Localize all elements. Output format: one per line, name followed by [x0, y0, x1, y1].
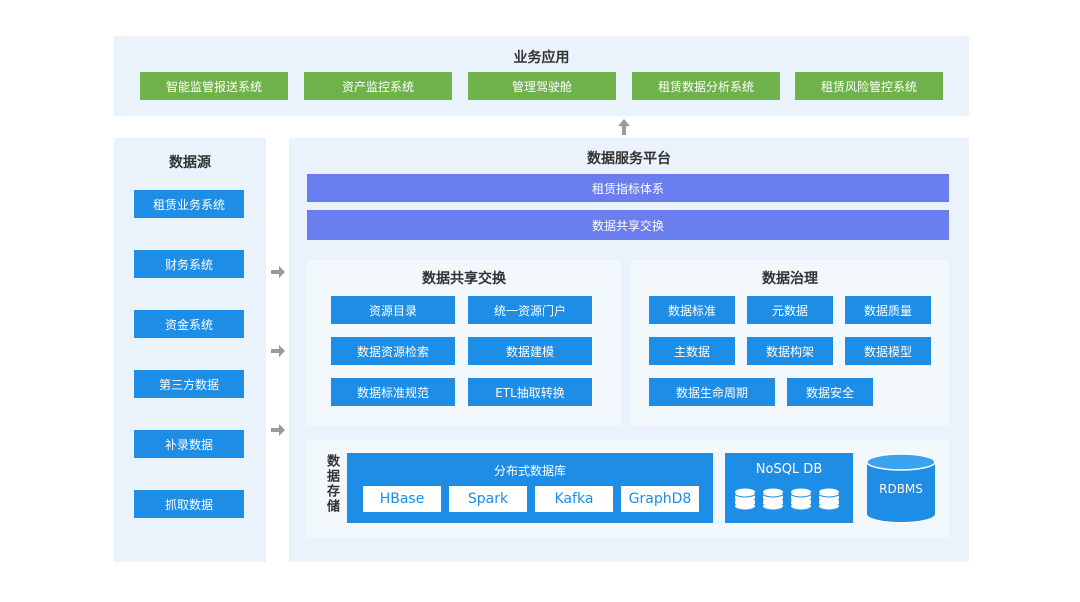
business-app-item-1[interactable]: 资产监控系统	[304, 72, 452, 100]
tech-item-graphd8[interactable]: GraphD8	[621, 486, 699, 512]
data-source-item-0[interactable]: 租赁业务系统	[134, 190, 244, 218]
business-app-item-2[interactable]: 管理驾驶舱	[468, 72, 616, 100]
rdbms-label: RDBMS	[879, 482, 923, 496]
database-cylinder-icon	[734, 488, 840, 510]
sharing-item-5[interactable]: ETL抽取转换	[468, 378, 592, 406]
sharing-item-3[interactable]: 数据建模	[468, 337, 592, 365]
governance-item-3[interactable]: 主数据	[649, 337, 735, 365]
governance-item-2[interactable]: 数据质量	[845, 296, 931, 324]
arrow-up-icon	[616, 118, 632, 136]
business-app-item-0[interactable]: 智能监管报送系统	[140, 72, 288, 100]
arrow-right-icon	[270, 422, 286, 436]
tech-item-kafka[interactable]: Kafka	[535, 486, 613, 512]
governance-item-4[interactable]: 数据构架	[747, 337, 833, 365]
data-source-item-5[interactable]: 抓取数据	[134, 490, 244, 518]
sharing-item-0[interactable]: 资源目录	[331, 296, 455, 324]
arrow-right-icon	[270, 264, 286, 278]
governance-item-1[interactable]: 元数据	[747, 296, 833, 324]
sharing-item-4[interactable]: 数据标准规范	[331, 378, 455, 406]
governance-item-5[interactable]: 数据模型	[845, 337, 931, 365]
business-app-panel: 业务应用 智能监管报送系统 资产监控系统 管理驾驶舱 租赁数据分析系统 租赁风险…	[114, 36, 969, 116]
tech-item-hbase[interactable]: HBase	[363, 486, 441, 512]
database-cylinder-icon	[866, 453, 936, 522]
governance-item-6[interactable]: 数据生命周期	[649, 378, 775, 406]
sharing-title: 数据共享交换	[422, 271, 506, 287]
sharing-panel: 数据共享交换 资源目录 统一资源门户 数据资源检索 数据建模 数据标准规范 ET…	[307, 260, 621, 426]
governance-item-0[interactable]: 数据标准	[649, 296, 735, 324]
business-app-item-4[interactable]: 租赁风险管控系统	[795, 72, 943, 100]
storage-panel: 数据存储 分布式数据库 HBase Spark Kafka GraphD8 No…	[307, 440, 949, 538]
governance-panel: 数据治理 数据标准 元数据 数据质量 主数据 数据构架 数据模型 数据生命周期 …	[631, 260, 949, 426]
nosql-title: NoSQL DB	[755, 462, 823, 477]
data-source-item-1[interactable]: 财务系统	[134, 250, 244, 278]
data-source-item-3[interactable]: 第三方数据	[134, 370, 244, 398]
governance-item-7[interactable]: 数据安全	[787, 378, 873, 406]
data-source-item-4[interactable]: 补录数据	[134, 430, 244, 458]
data-source-title: 数据源	[169, 155, 211, 171]
data-source-panel: 数据源 租赁业务系统 财务系统 资金系统 第三方数据 补录数据 抓取数据	[114, 138, 266, 562]
storage-label: 数据存储	[324, 454, 339, 514]
sharing-item-2[interactable]: 数据资源检索	[331, 337, 455, 365]
data-source-item-2[interactable]: 资金系统	[134, 310, 244, 338]
tech-item-spark[interactable]: Spark	[449, 486, 527, 512]
business-app-title: 业务应用	[513, 50, 570, 66]
distributed-db-title: 分布式数据库	[493, 464, 566, 478]
governance-title: 数据治理	[762, 271, 818, 287]
sharing-item-1[interactable]: 统一资源门户	[468, 296, 592, 324]
business-app-item-3[interactable]: 租赁数据分析系统	[632, 72, 780, 100]
rdbms-cylinder[interactable]: RDBMS	[863, 452, 939, 524]
platform-title: 数据服务平台	[587, 151, 671, 167]
nosql-box: NoSQL DB	[725, 453, 853, 523]
platform-panel: 数据服务平台 租赁指标体系 数据共享交换 数据共享交换 资源目录 统一资源门户 …	[289, 138, 969, 562]
data-sharing-bar[interactable]: 数据共享交换	[307, 210, 949, 240]
index-system-bar[interactable]: 租赁指标体系	[307, 174, 949, 202]
arrow-right-icon	[270, 343, 286, 357]
distributed-db-box: 分布式数据库 HBase Spark Kafka GraphD8	[347, 453, 713, 523]
